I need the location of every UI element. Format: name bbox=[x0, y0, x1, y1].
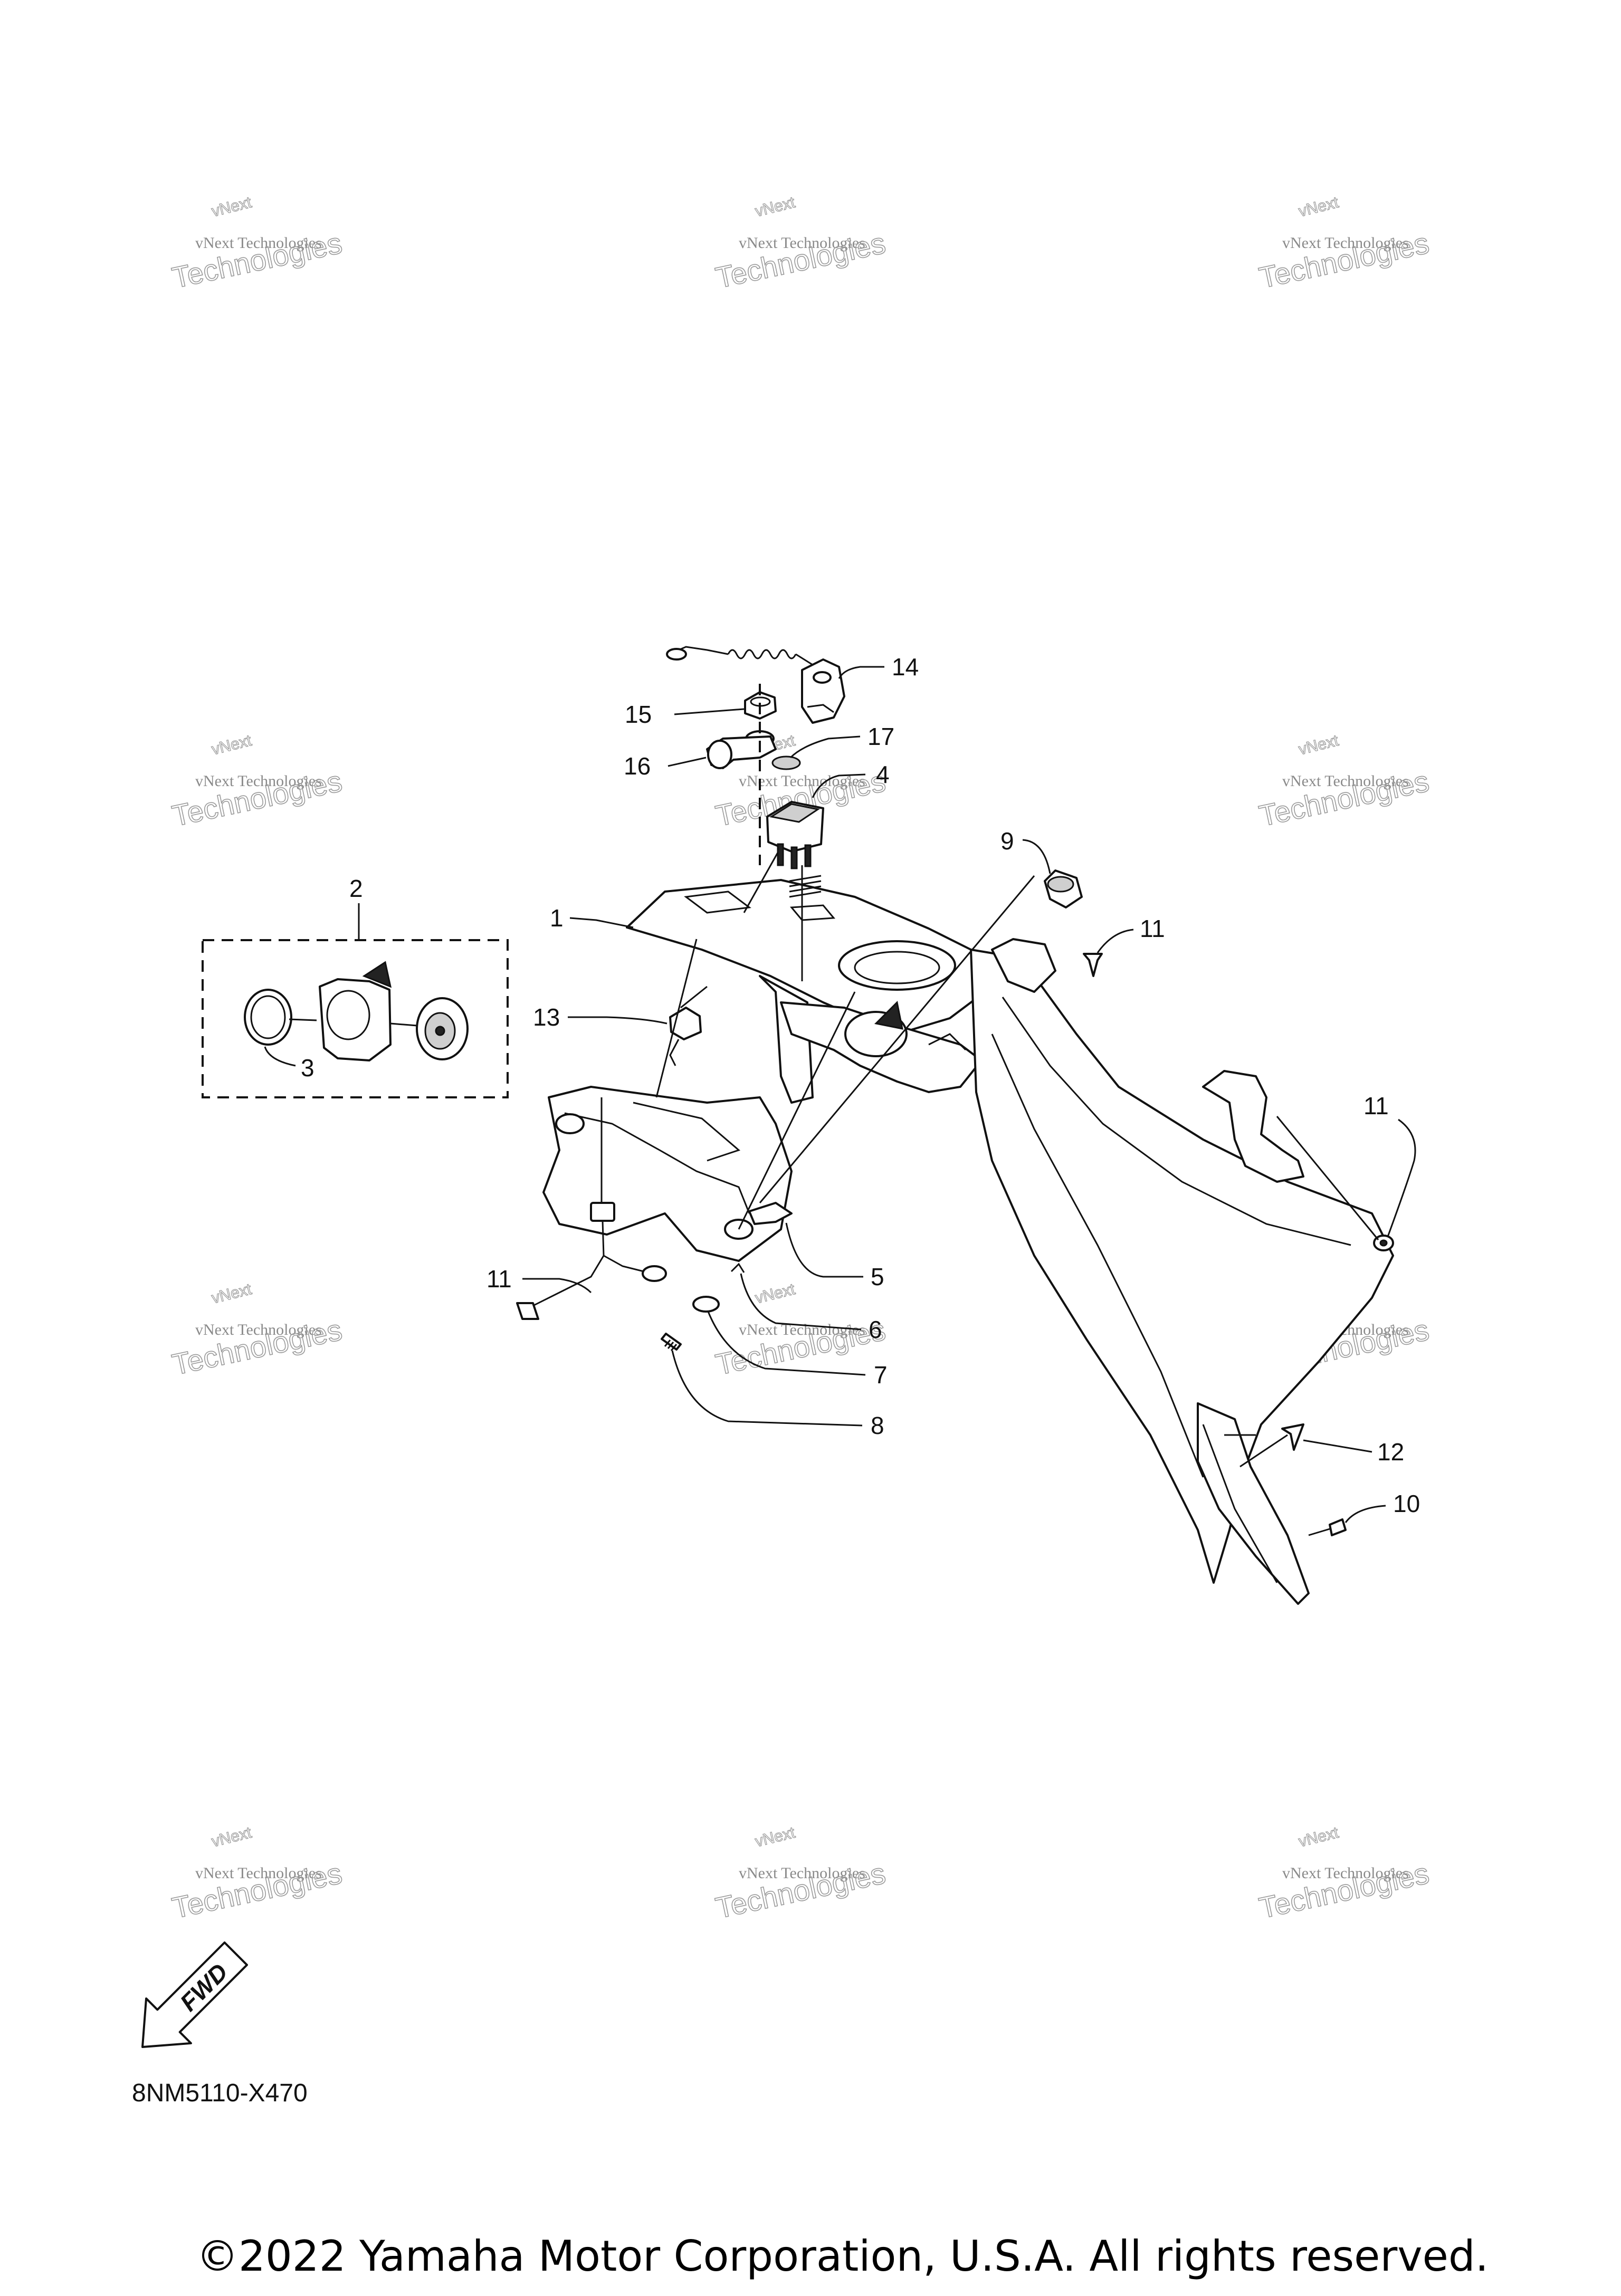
clamp-part bbox=[706, 735, 777, 769]
watermark-brand: vNext bbox=[210, 1824, 254, 1851]
callout-8: 8 bbox=[871, 1412, 884, 1439]
leader-lines bbox=[264, 666, 1416, 1523]
watermark-brand: vNext bbox=[754, 1824, 797, 1851]
callout-7: 7 bbox=[874, 1361, 888, 1389]
watermark-brand: vNext bbox=[1297, 194, 1341, 221]
callout-17: 17 bbox=[867, 723, 894, 750]
watermark-brand: vNext bbox=[754, 1280, 797, 1307]
watermark-text: vNext Technologies bbox=[1282, 234, 1409, 252]
fwd-arrow-icon: FWD bbox=[141, 1941, 248, 2048]
callout-16: 14 bbox=[892, 653, 919, 681]
callout-5: 5 bbox=[871, 1263, 884, 1290]
watermark-brand: vNext bbox=[210, 1280, 254, 1307]
rivet-part-lower bbox=[1281, 1423, 1304, 1451]
callout-11-upper: 11 bbox=[1140, 915, 1165, 942]
callout-4: 4 bbox=[876, 761, 890, 788]
callout-11-right: 11 bbox=[1363, 1092, 1389, 1120]
callout-14: 15 bbox=[625, 701, 652, 728]
grommet-cap-part bbox=[1044, 869, 1083, 908]
sensor-part bbox=[669, 1007, 702, 1066]
callout-labels: 14 15 17 16 4 9 2 1 11 13 3 11 11 5 6 7 … bbox=[301, 653, 1420, 1517]
switch-part bbox=[766, 801, 824, 869]
watermark-text: vNext Technologies bbox=[1282, 772, 1409, 790]
lanyard-cord-part bbox=[666, 646, 845, 724]
callout-1: 1 bbox=[550, 904, 564, 932]
copyright-notice: ©2022 Yamaha Motor Corporation, U.S.A. A… bbox=[196, 2232, 1489, 2281]
callout-2: 2 bbox=[349, 875, 363, 902]
watermark-text: vNext Technologies bbox=[1282, 1864, 1409, 1882]
washer-part-7 bbox=[692, 1296, 720, 1313]
screw-part bbox=[661, 1333, 682, 1351]
watermark-text: vNext Technologies bbox=[195, 1321, 322, 1338]
callout-15: 13 bbox=[533, 1003, 560, 1031]
watermark-brand: vNext bbox=[754, 194, 797, 221]
watermark-text: vNext Technologies bbox=[739, 234, 865, 252]
callout-10: 10 bbox=[1393, 1490, 1420, 1517]
callout-3: 3 bbox=[301, 1054, 314, 1082]
washer-part bbox=[771, 755, 801, 770]
rivet-part-upper bbox=[1083, 953, 1103, 977]
wire-harness-part bbox=[516, 1202, 667, 1320]
repair-kit-group bbox=[202, 939, 509, 1098]
callout-13: 16 bbox=[624, 752, 651, 780]
watermark-text: vNext Technologies bbox=[739, 1864, 865, 1882]
watermark-brand: vNext bbox=[1297, 1824, 1341, 1851]
spring-part bbox=[789, 875, 822, 898]
watermark-text: vNext Technologies bbox=[195, 234, 322, 252]
clip-part bbox=[748, 1202, 793, 1225]
watermark-text: vNext Technologies bbox=[195, 1864, 322, 1882]
watermark-text: vNext Technologies bbox=[195, 772, 322, 790]
watermark-brand: vNext bbox=[1297, 732, 1341, 759]
watermark-brand: vNext bbox=[210, 194, 254, 221]
watermark-text: vNext Technologies bbox=[739, 1321, 865, 1338]
callout-11-lower: 12 bbox=[1377, 1438, 1404, 1466]
part-code: 8NM5110-X470 bbox=[132, 2079, 308, 2107]
callout-12: 11 bbox=[487, 1265, 512, 1293]
watermark-brand: vNext bbox=[210, 732, 254, 759]
screw-part-10 bbox=[1308, 1518, 1347, 1536]
callout-9: 9 bbox=[1000, 827, 1014, 855]
spring-clip-part bbox=[730, 1262, 745, 1273]
console-body-part bbox=[542, 879, 1394, 1605]
callout-6: 6 bbox=[869, 1316, 882, 1343]
